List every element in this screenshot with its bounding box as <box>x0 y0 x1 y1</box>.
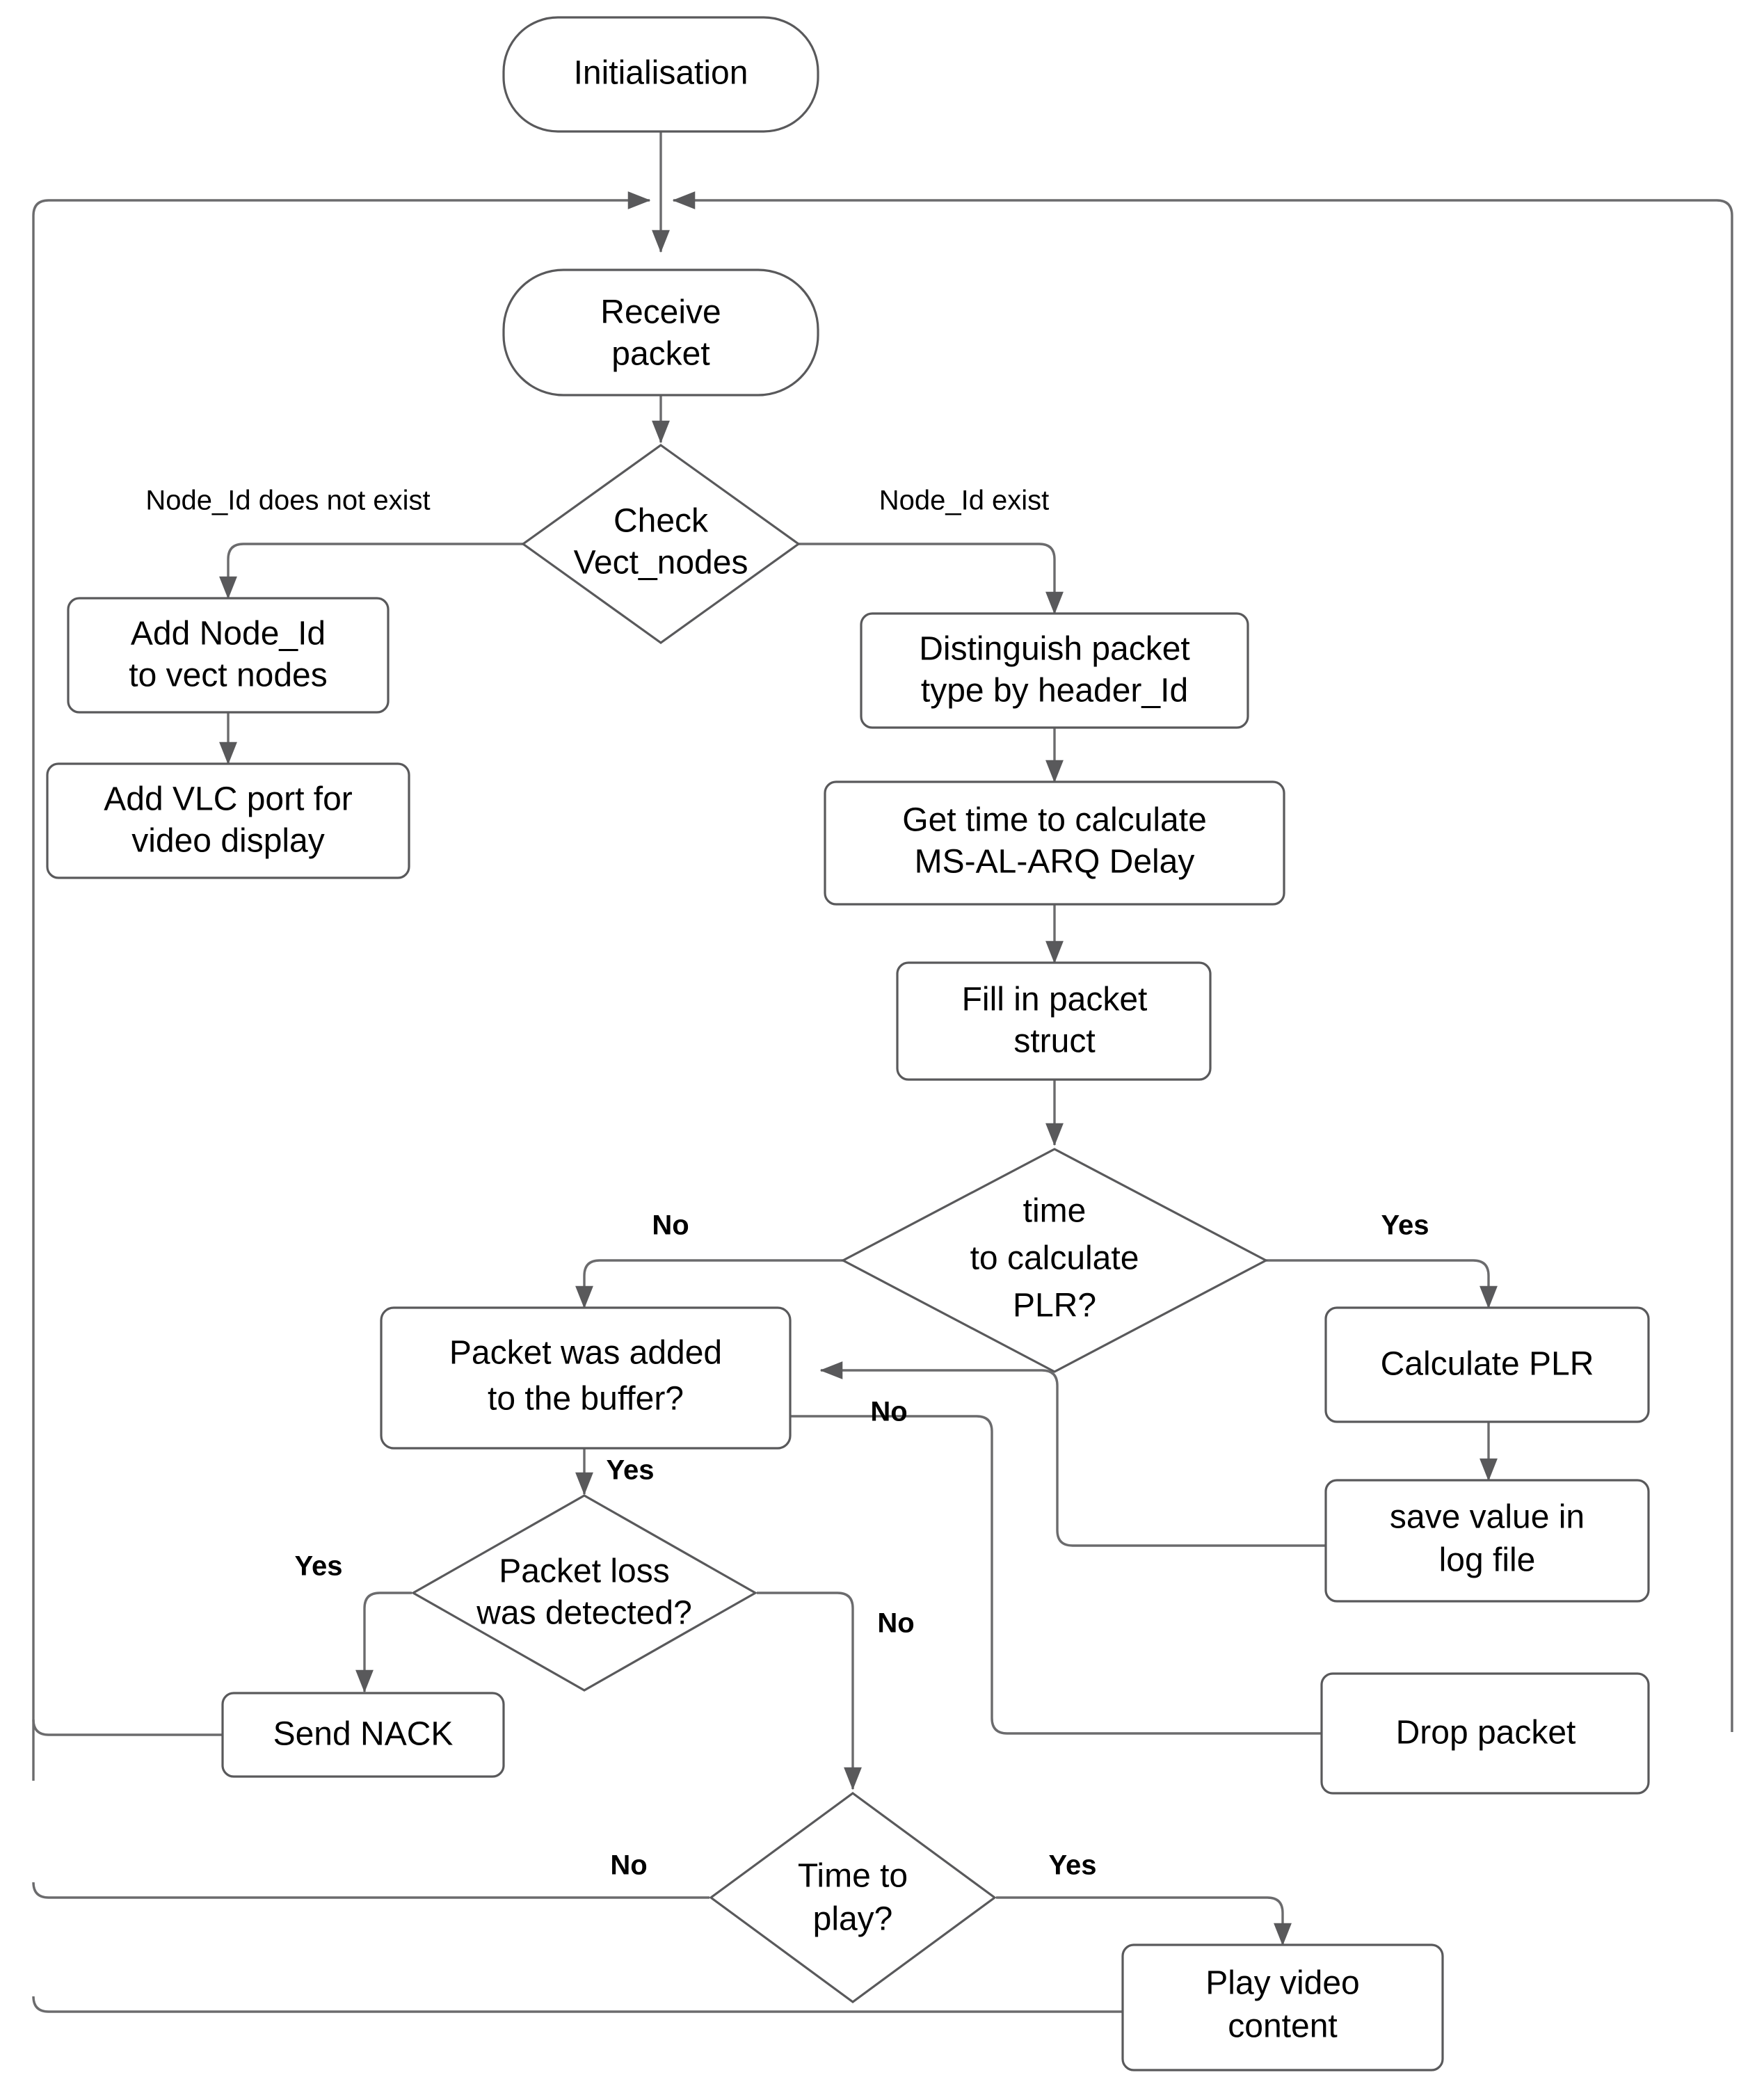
label-distinguish-packet-line1: Distinguish packet <box>919 631 1190 668</box>
connector-nack-to-left-rail <box>32 1719 228 1736</box>
label-fill-packet-struct-line2: struct <box>1013 1023 1095 1060</box>
edge-label-buffer-no: No <box>870 1397 907 1427</box>
label-time-to-calc-plr-line2: to calculate <box>970 1240 1139 1277</box>
node-add-vlc-port[interactable] <box>46 762 410 879</box>
connector-playvideo-to-left-rail <box>32 1996 1123 2013</box>
connector-savelog-to-buffer <box>819 1361 1336 1547</box>
node-time-to-play[interactable] <box>709 1792 997 2003</box>
label-receive-packet-line2: packet <box>611 336 709 373</box>
label-receive-packet-line1: Receive <box>600 294 721 331</box>
connector-play-no-to-left-rail <box>32 1882 709 1899</box>
edge-label-buffer-yes: Yes <box>607 1455 655 1486</box>
label-distinguish-packet-line2: type by header_Id <box>921 673 1188 710</box>
node-drop-packet[interactable] <box>1320 1672 1650 1795</box>
connector-right-feedback-rail <box>672 191 1733 1732</box>
connector-plr-yes-to-calcplr <box>1202 1259 1498 1309</box>
edge-label-layer: Node_Id does not exist Node_Id exist No … <box>145 486 1429 1881</box>
label-add-vlc-port-line1: Add VLC port for <box>104 781 353 818</box>
edge-label-node-id-not-exist: Node_Id does not exist <box>145 486 430 516</box>
node-time-to-calc-plr[interactable] <box>840 1148 1269 1373</box>
label-time-to-calc-plr-line1: time <box>1023 1193 1087 1230</box>
connector-check-to-distinguish <box>793 543 1064 615</box>
node-initialisation[interactable] <box>502 16 819 133</box>
label-check-vect-nodes-line2: Vect_nodes <box>574 545 748 582</box>
edge-label-plr-yes: Yes <box>1381 1210 1429 1241</box>
label-fill-packet-struct-line1: Fill in packet <box>962 981 1148 1018</box>
label-packet-added-buffer-line1: Packet was added <box>449 1335 722 1372</box>
node-save-value-log[interactable] <box>1324 1479 1650 1603</box>
connector-layer <box>32 131 1733 2013</box>
label-initialisation: Initialisation <box>574 55 748 92</box>
connector-check-to-add-node-id <box>219 543 529 600</box>
label-time-to-play-line1: Time to <box>798 1858 908 1895</box>
label-drop-packet: Drop packet <box>1396 1715 1576 1752</box>
label-add-node-id-line2: to vect nodes <box>129 657 328 694</box>
node-add-node-id[interactable] <box>67 597 390 714</box>
node-calculate-plr[interactable] <box>1324 1306 1650 1423</box>
connector-play-yes-to-playvideo <box>996 1896 1292 1946</box>
connector-loss-no-to-timetoplay <box>757 1592 862 1790</box>
label-time-to-play-line2: play? <box>813 1901 893 1938</box>
label-packet-added-buffer-line2: to the buffer? <box>488 1381 684 1418</box>
label-check-vect-nodes-line1: Check <box>614 503 709 540</box>
connector-buffer-no-to-drop <box>790 1415 1366 1742</box>
node-send-nack[interactable] <box>221 1692 505 1778</box>
label-packet-loss-detected-line1: Packet loss <box>499 1553 669 1590</box>
connector-plr-no-to-buffer <box>575 1259 907 1309</box>
node-text-layer: Initialisation Receive packet Check Vect… <box>104 55 1594 2045</box>
node-get-time-delay[interactable] <box>824 780 1285 906</box>
label-play-video-content-line2: content <box>1228 2008 1337 2045</box>
node-packet-added-buffer[interactable] <box>380 1306 792 1450</box>
label-get-time-delay-line2: MS-AL-ARQ Delay <box>915 844 1195 881</box>
label-save-value-log-line1: save value in <box>1390 1499 1585 1536</box>
edge-label-plr-no: No <box>652 1210 689 1241</box>
connector-left-feedback-rail <box>32 191 651 1781</box>
edge-label-node-id-exist: Node_Id exist <box>879 486 1050 516</box>
label-add-node-id-line1: Add Node_Id <box>131 616 326 652</box>
label-send-nack: Send NACK <box>273 1716 454 1753</box>
shape-layer <box>46 16 1650 2071</box>
label-calculate-plr: Calculate PLR <box>1381 1346 1594 1383</box>
label-play-video-content-line1: Play video <box>1205 1965 1359 2002</box>
edge-label-loss-yes: Yes <box>295 1551 343 1582</box>
label-time-to-calc-plr-line3: PLR? <box>1013 1288 1096 1324</box>
edge-label-play-yes: Yes <box>1049 1850 1097 1881</box>
node-distinguish-packet[interactable] <box>860 612 1249 729</box>
label-get-time-delay-line1: Get time to calculate <box>902 802 1207 839</box>
node-play-video-content[interactable] <box>1121 1943 1444 2071</box>
node-check-vect-nodes[interactable] <box>521 444 801 644</box>
label-save-value-log-line2: log file <box>1439 1542 1536 1579</box>
label-packet-loss-detected-line2: was detected? <box>476 1595 692 1632</box>
label-add-vlc-port-line2: video display <box>131 823 325 860</box>
node-fill-packet-struct[interactable] <box>896 961 1212 1081</box>
node-packet-loss-detected[interactable] <box>410 1494 758 1692</box>
edge-label-play-no: No <box>610 1850 647 1881</box>
connector-loss-yes-to-nack <box>355 1592 412 1693</box>
node-receive-packet[interactable] <box>502 268 819 396</box>
edge-label-loss-no: No <box>877 1608 914 1639</box>
